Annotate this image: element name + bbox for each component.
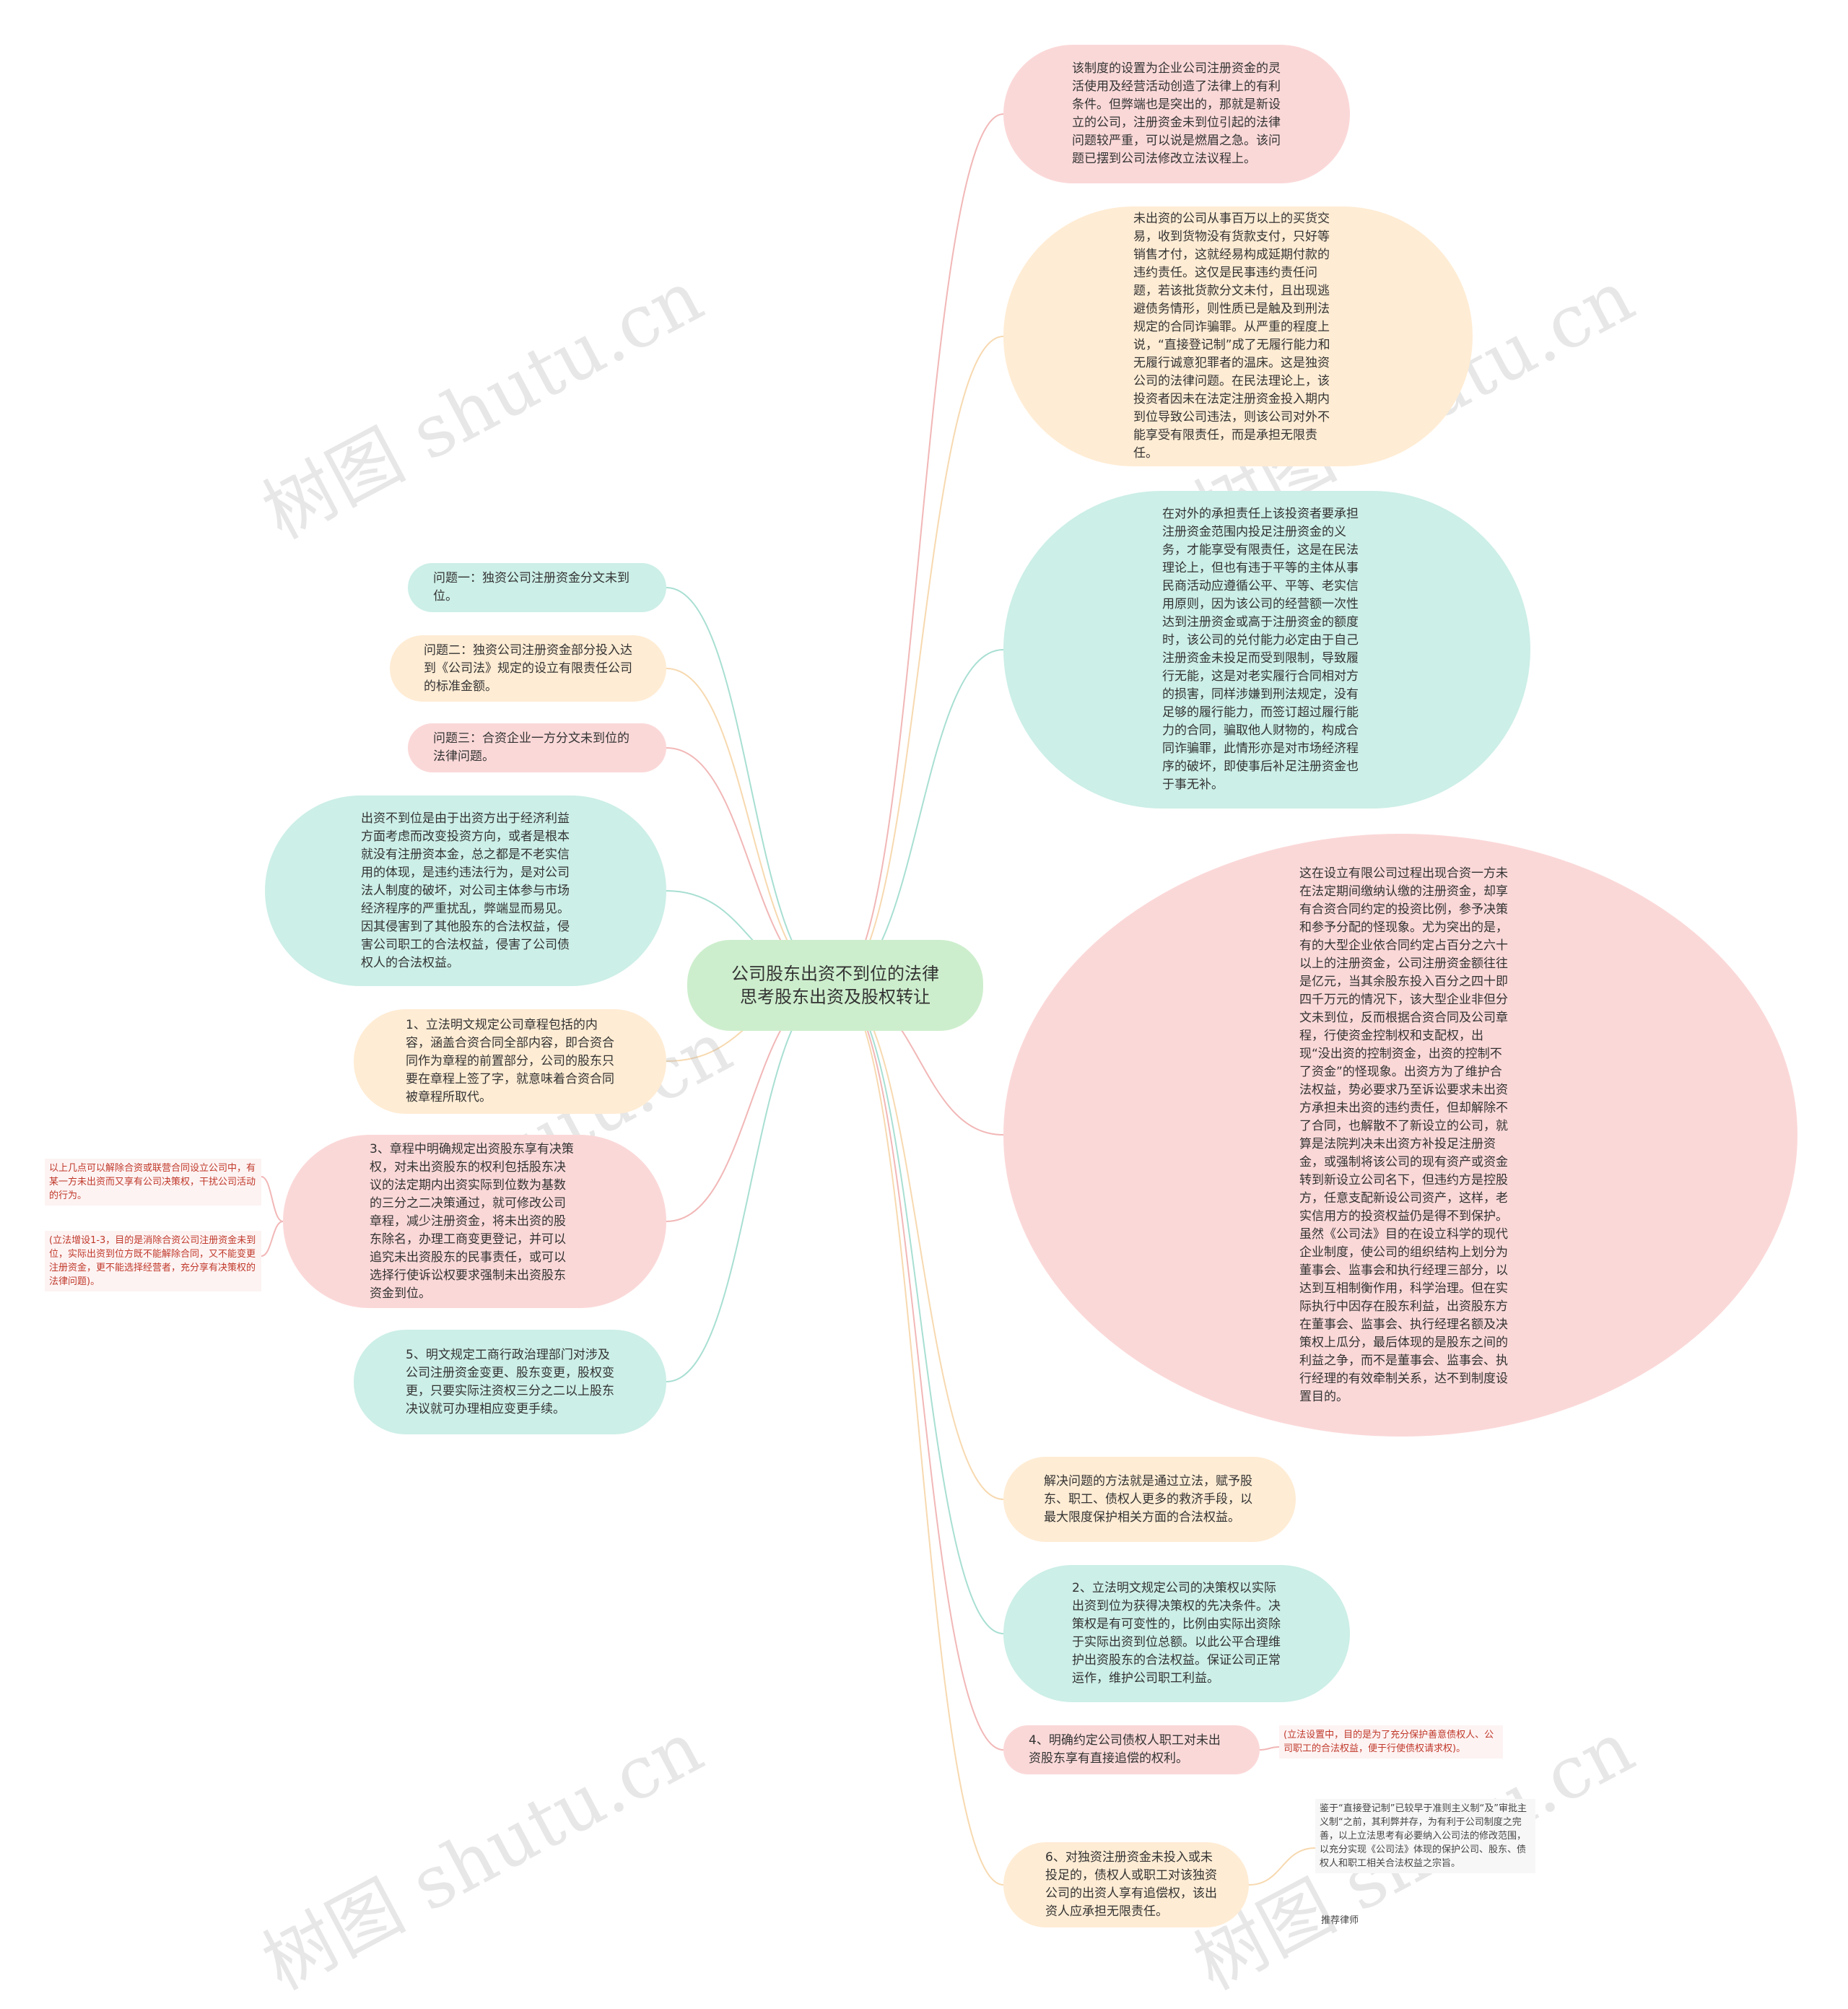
note-left-2: (立法增设1-3，目的是消除合资公司注册资金未到位，实际出资到位方既不能解除合同…	[45, 1231, 261, 1291]
connector-line	[834, 649, 1004, 986]
right-node-4[interactable]: 这在设立有限公司过程出现合资一方未在法定期间缴纳认缴的注册资金，却享有合资合同约…	[1003, 834, 1797, 1437]
left-node-1[interactable]: 问题一：独资公司注册资金分文未到位。	[408, 563, 666, 612]
note-connector-line	[1259, 1746, 1280, 1751]
note-connector-line	[261, 1176, 284, 1222]
note-right-4: (立法设置中，目的是为了充分保护善意债权人、公司职工的合法权益，便于行使债权请求…	[1279, 1725, 1503, 1759]
connector-line	[834, 985, 1004, 1500]
connector-line	[666, 587, 836, 986]
note-connector-line	[1248, 1847, 1316, 1886]
right-node-6[interactable]: 2、立法明文规定公司的决策权以实际出资到位为获得决策权的先决条件。决策权是有可变…	[1003, 1565, 1350, 1702]
left-node-5[interactable]: 1、立法明文规定公司章程包括的内容，涵盖合资合同全部内容，即合资合同作为章程的前…	[354, 1009, 666, 1114]
right-node-1[interactable]: 该制度的设置为企业公司注册资金的灵活使用及经营活动创造了法律上的有利条件。但弊端…	[1003, 45, 1350, 183]
connector-line	[666, 985, 836, 1382]
right-node-3[interactable]: 在对外的承担责任上该投资者要承担注册资金范围内投足注册资金的义务，才能享受有限责…	[1003, 491, 1530, 809]
left-node-7[interactable]: 5、明文规定工商行政治理部门对涉及公司注册资金变更、股东变更，股权变更，只要实际…	[354, 1330, 666, 1434]
connector-line	[834, 985, 1004, 1751]
left-node-6[interactable]: 3、章程中明确规定出资股东享有决策权，对未出资股东的权利包括股东决议的法定期内出…	[283, 1135, 666, 1308]
left-node-4[interactable]: 出资不到位是由于出资方出于经济利益方面考虑而改变投资方向，或者是根本就没有注册资…	[265, 796, 666, 986]
note-left-1: 以上几点可以解除合资或联营合同设立公司中，有某一方未出资而又享有公司决策权，干扰…	[45, 1159, 261, 1206]
right-node-2[interactable]: 未出资的公司从事百万以上的买货交易，收到货物没有货款支付，只好等销售才付，这就经…	[1003, 206, 1473, 466]
note-right-6: 鉴于“直接登记制”已较早于准则主义制“及”审批主义制“之前，其利弊并存，为有利于…	[1315, 1799, 1535, 1873]
note-connector-line	[261, 1221, 284, 1257]
right-node-5[interactable]: 解决问题的方法就是通过立法，赋予股东、职工、债权人更多的救济手段，以最大限度保护…	[1003, 1457, 1296, 1542]
left-node-3[interactable]: 问题三：合资企业一方分文未到位的法律问题。	[408, 723, 666, 772]
connector-line	[834, 113, 1004, 986]
left-node-2[interactable]: 问题二：独资公司注册资金部分投入达到《公司法》规定的设立有限责任公司的标准金额。	[390, 635, 666, 702]
recommended-lawyer-label[interactable]: 推荐律师	[1321, 1915, 1359, 1926]
center-topic[interactable]: 公司股东出资不到位的法律思考股东出资及股权转让	[687, 940, 983, 1031]
connector-line	[834, 985, 1004, 1886]
right-node-7[interactable]: 4、明确约定公司债权人职工对未出资股东享有直接追偿的权利。	[1003, 1725, 1260, 1774]
connector-line	[834, 985, 1004, 1634]
right-node-8[interactable]: 6、对独资注册资金未投入或未投足的，债权人或职工对该独资公司的出资人享有追偿权，…	[1003, 1842, 1249, 1927]
